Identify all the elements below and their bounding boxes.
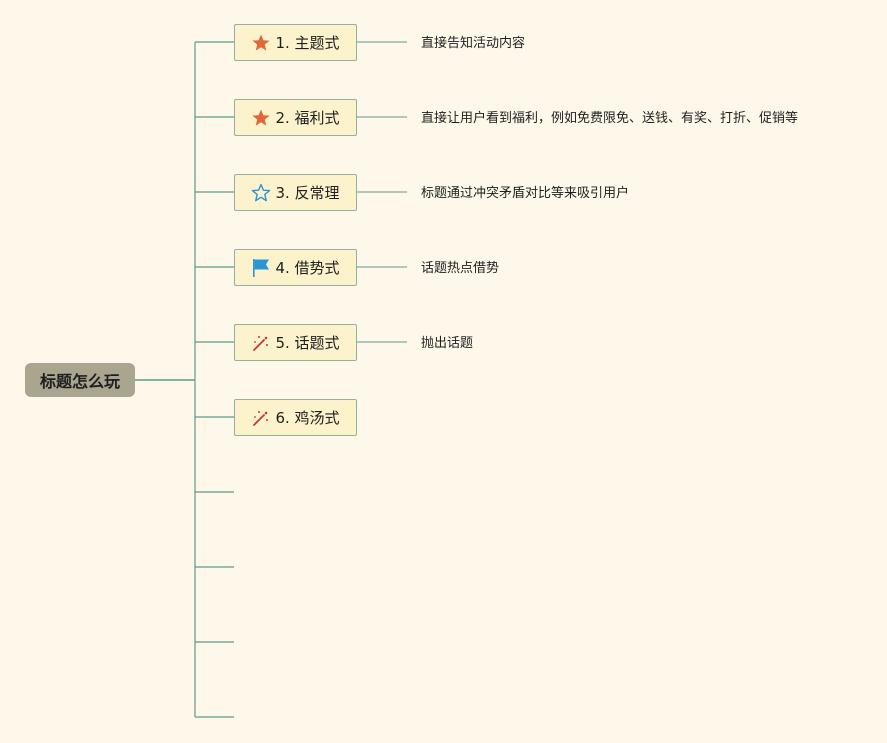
topic-1-label: 1. 主题式	[275, 34, 340, 52]
topic-5-description[interactable]: 抛出话题	[421, 336, 474, 351]
root-topic[interactable]: 标题怎么玩	[25, 363, 135, 397]
topic-6-label: 6. 鸡汤式	[275, 409, 340, 427]
star-outline-icon	[251, 183, 271, 203]
topic-3-label: 3. 反常理	[275, 184, 340, 202]
topic-4-description[interactable]: 话题热点借势	[421, 261, 500, 276]
topic-2[interactable]: 2. 福利式	[234, 99, 357, 136]
magic-wand-icon	[251, 408, 271, 428]
topic-6[interactable]: 6. 鸡汤式	[234, 399, 357, 436]
topic-5[interactable]: 5. 话题式	[234, 324, 357, 361]
star-filled-icon	[251, 33, 271, 53]
topic-2-description[interactable]: 直接让用户看到福利，例如免费限免、送钱、有奖、打折、促销等	[421, 111, 799, 126]
star-filled-icon	[251, 108, 271, 128]
topic-1[interactable]: 1. 主题式	[234, 24, 357, 61]
topic-3[interactable]: 3. 反常理	[234, 174, 357, 211]
topic-1-description[interactable]: 直接告知活动内容	[421, 36, 526, 51]
topic-4-label: 4. 借势式	[275, 259, 340, 277]
topic-2-label: 2. 福利式	[275, 109, 340, 127]
root-topic-label: 标题怎么玩	[39, 372, 120, 391]
topic-5-label: 5. 话题式	[275, 334, 340, 352]
topic-3-description[interactable]: 标题通过冲突矛盾对比等来吸引用户	[421, 186, 630, 201]
magic-wand-icon	[251, 333, 271, 353]
flag-icon	[251, 258, 271, 278]
topic-4[interactable]: 4. 借势式	[234, 249, 357, 286]
